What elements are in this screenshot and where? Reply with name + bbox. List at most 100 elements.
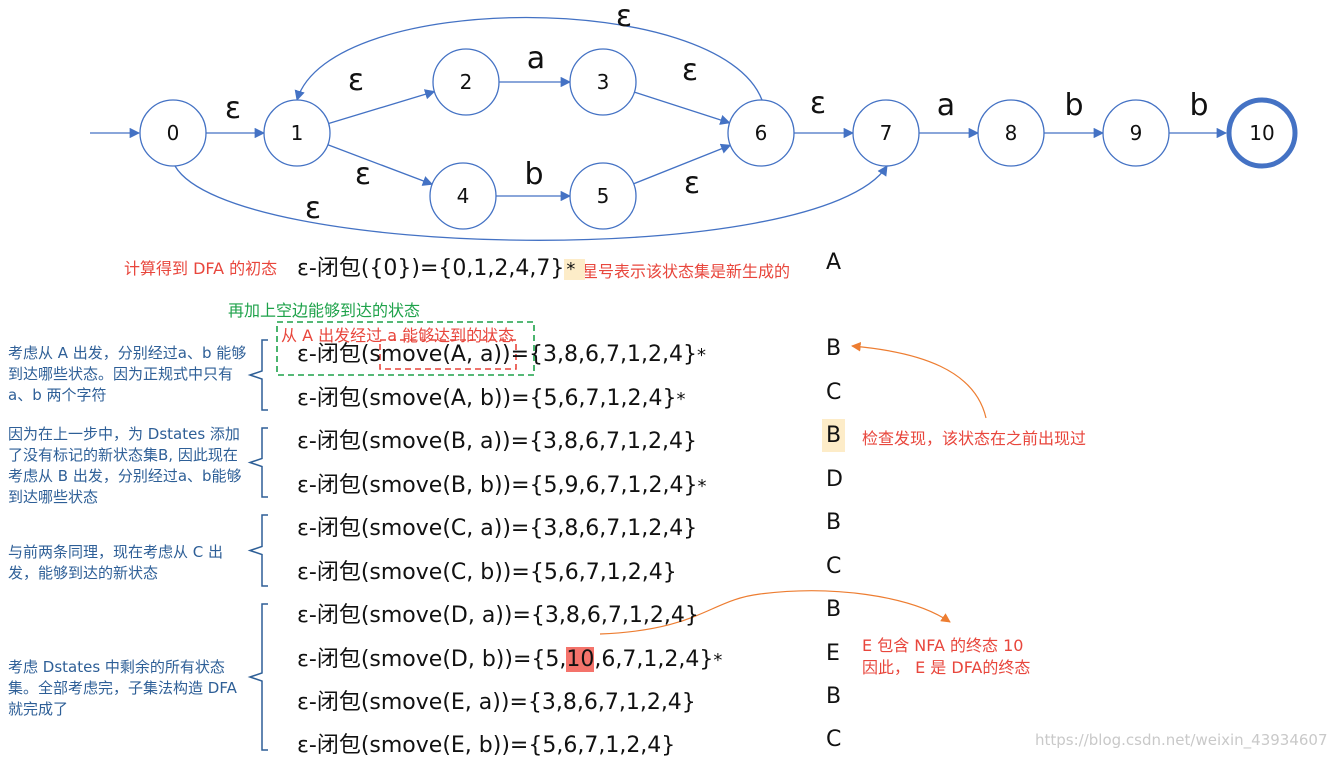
edge-label-e-3-6: ε [682,53,698,88]
edge-1-4 [327,144,434,186]
annotation-star-meaning: 星号表示该状态集是新生成的 [582,262,791,281]
edge-3-6 [634,91,731,125]
closure-row: ε-闭包(smove(A, b))={5,6,7,1,2,4}* [297,380,685,412]
state-7-label: 7 [880,121,893,145]
dfa-state-label: B [826,336,842,361]
edge-label-e-7-8: a [937,88,955,123]
closure-expression: ε-闭包(smove(B, b))={5,9,6,7,1,2,4} [297,473,698,498]
state-3 [569,48,637,116]
closure-expression: ε-闭包(smove(C, a))={3,8,6,7,1,2,4} [297,516,698,541]
annotation-group-1: 考虑从 A 出发，分别经过a、b 能够到达哪些状态。因为正规式中只有 a、b 两… [8,344,247,404]
state-2-label: 2 [460,70,473,94]
annotation-final-note-2: 因此， E 是 DFA的终态 [862,658,1031,677]
edge-6-1 [294,16,763,101]
edge-5-6 [633,143,732,185]
state-5-label: 5 [597,184,610,208]
box-empty-edges [276,321,535,376]
watermark: https://blog.csdn.net/weixin_43934607 [1035,731,1328,749]
closure-row: ε-闭包(smove(D, a))={3,8,6,7,1,2,4} [297,597,699,629]
dfa-state-label: B [826,510,842,535]
dfa-state-label: E [826,641,840,666]
state-10-label: 10 [1249,121,1274,145]
edge-label-e-0-7: ε [305,191,321,226]
state-0 [139,99,207,167]
closure-row: ε-闭包(smove(D, b))={5,10,6,7,1,2,4}* [297,641,722,673]
state-10 [1226,97,1298,169]
state-8-label: 8 [1005,121,1018,145]
closure-row: ε-闭包({0})={0,1,2,4,7}* [297,250,586,282]
closure-row: ε-闭包(smove(B, b))={5,9,6,7,1,2,4}* [297,467,706,499]
annotation-via-a: 从 A 出发经过 a 能够达到的状态 [281,326,515,345]
state-4 [429,162,497,230]
new-state-star: * [696,345,706,366]
state-1-label: 1 [291,121,304,145]
closure-expression: ε-闭包(smove(C, b))={5,6,7,1,2,4} [297,560,677,585]
edge-1-2 [328,89,436,125]
dfa-state-label: C [826,380,842,405]
closure-expression: ε-闭包(smove(A, a))={3,8,6,7,1,2,4} [297,342,697,367]
state-1 [263,99,331,167]
edge-0-7 [174,165,888,241]
dfa-state-label: B [826,597,842,622]
closure-expression: ε-闭包(smove(E, b))={5,6,7,1,2,4} [297,733,676,758]
state-6-label: 6 [755,121,768,145]
state-0-label: 0 [167,121,180,145]
edge-label-e-1-2: ε [348,63,364,98]
edge-label-e-6-1: ε [616,0,632,34]
annotation-group-3: 与前两条同理，现在考虑从 C 出发，能够到达的新状态 [8,543,224,582]
new-state-star: * [676,389,686,410]
closure-expression: ε-闭包(smove(D, a))={3,8,6,7,1,2,4} [297,603,699,628]
annotation-already-seen: 检查发现，该状态在之前出现过 [862,429,1087,448]
closure-row: ε-闭包(smove(C, a))={3,8,6,7,1,2,4} [297,510,697,542]
bracket-group-3 [247,514,268,587]
annotation-group-2: 因为在上一步中，为 Dstates 添加了没有标记的新状态集B, 因此现在考虑从… [8,425,242,506]
box-via-a [379,339,517,370]
new-state-star: * [697,476,707,497]
state-3-label: 3 [597,70,610,94]
edge-label-e-5-6: ε [684,166,700,201]
edge-label-e-9-10: b [1189,88,1208,123]
dfa-state-label: A [826,250,842,275]
closure-row: ε-闭包(smove(C, b))={5,6,7,1,2,4} [297,554,677,586]
bracket-group-1 [247,339,268,411]
dfa-state-label: C [826,554,842,579]
new-state-star: * [564,259,586,280]
state-2 [432,48,500,116]
new-state-star: * [713,650,723,671]
dfa-state-label: B [822,419,846,452]
closure-row: ε-闭包(smove(A, a))={3,8,6,7,1,2,4}* [297,336,706,368]
state-9 [1102,99,1170,167]
closure-expression: ε-闭包(smove(E, a))={3,8,6,7,1,2,4} [297,690,696,715]
closure-expression: ε-闭包(smove(B, a))={3,8,6,7,1,2,4} [297,429,697,454]
state-5 [569,162,637,230]
edge-label-e-2-3: a [527,41,545,76]
state-7 [852,99,920,167]
closure-expression: ε-闭包({0})={0,1,2,4,7} [297,256,565,281]
state-4-label: 4 [457,184,470,208]
dfa-state-label: B [826,684,842,709]
arrow-final-note [599,590,951,635]
annotation-initial-state: 计算得到 DFA 的初态 [124,259,278,278]
annotation-final-note-1: E 包含 NFA 的终态 10 [862,636,1024,655]
closure-row: ε-闭包(smove(B, a))={3,8,6,7,1,2,4} [297,423,697,455]
edge-label-e-4-5: b [524,157,543,192]
highlight-final-state: 10 [566,647,595,672]
closure-row: ε-闭包(smove(E, b))={5,6,7,1,2,4} [297,727,675,759]
dfa-state-label: C [826,727,842,752]
state-6 [727,99,795,167]
closure-expression: ,6,7,1,2,4} [594,647,714,672]
annotation-group-4: 考虑 Dstates 中剩余的所有状态集。全部考虑完，子集法构造 DFA 就完成… [8,658,237,718]
edge-label-e-6-7: ε [810,86,826,121]
state-8 [977,99,1045,167]
edge-label-e-1-4: ε [355,157,371,192]
annotation-empty-edges: 再加上空边能够到达的状态 [228,301,421,320]
bracket-group-2 [247,427,268,498]
closure-expression: ε-闭包(smove(A, b))={5,6,7,1,2,4} [297,386,677,411]
bracket-group-4 [247,603,268,751]
closure-row: ε-闭包(smove(E, a))={3,8,6,7,1,2,4} [297,684,696,716]
edge-label-e-8-9: b [1064,88,1083,123]
state-9-label: 9 [1130,121,1143,145]
closure-expression: ε-闭包(smove(D, b))={5, [297,647,567,672]
edge-label-e-0-1: ε [225,91,241,126]
